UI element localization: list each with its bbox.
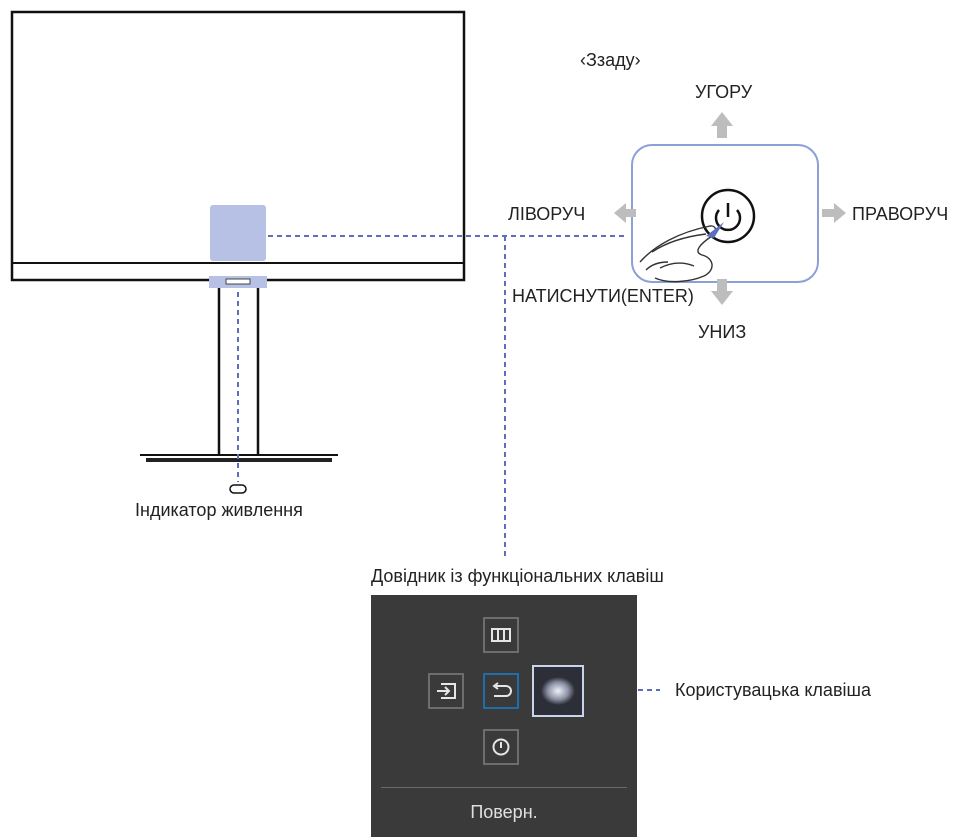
function-key-guide-title: Довідник із функціональних клавіш bbox=[371, 566, 664, 586]
power-indicator-slot bbox=[225, 278, 251, 285]
left-arrow-icon bbox=[614, 203, 636, 223]
finger-icon bbox=[639, 225, 717, 283]
rear-label: ‹Ззаду› bbox=[580, 50, 641, 70]
custom-key-icon bbox=[541, 677, 575, 705]
custom-key-label: Користувацька клавіша bbox=[675, 680, 871, 700]
power-led-icon bbox=[229, 484, 247, 494]
up-label: УГОРУ bbox=[695, 82, 753, 102]
return-key[interactable] bbox=[483, 673, 519, 709]
press-label: НАТИСНУТИ(ENTER) bbox=[512, 286, 694, 306]
power-icon bbox=[714, 209, 742, 232]
down-arrow-icon bbox=[711, 279, 733, 305]
return-icon bbox=[492, 682, 512, 697]
back-label: Поверн. bbox=[470, 802, 538, 822]
power-off-key[interactable] bbox=[483, 729, 519, 765]
source-icon bbox=[437, 683, 456, 699]
custom-key[interactable] bbox=[532, 665, 584, 717]
down-label: УНИЗ bbox=[698, 322, 747, 342]
menu-key[interactable] bbox=[483, 617, 519, 653]
source-key[interactable] bbox=[428, 673, 464, 709]
control-area-highlight bbox=[210, 205, 266, 261]
up-arrow-icon bbox=[711, 112, 733, 138]
power-off-icon bbox=[492, 738, 510, 756]
stand-base bbox=[146, 458, 332, 462]
menu-grid-icon bbox=[491, 628, 511, 642]
function-key-guide-panel: Поверн. bbox=[371, 595, 637, 837]
panel-divider bbox=[381, 787, 627, 788]
left-label: ЛІВОРУЧ bbox=[508, 204, 586, 224]
right-label: ПРАВОРУЧ bbox=[852, 204, 949, 224]
right-arrow-icon bbox=[822, 203, 846, 223]
power-indicator-label: Індикатор живлення bbox=[135, 500, 303, 520]
press-arrow bbox=[706, 222, 724, 238]
